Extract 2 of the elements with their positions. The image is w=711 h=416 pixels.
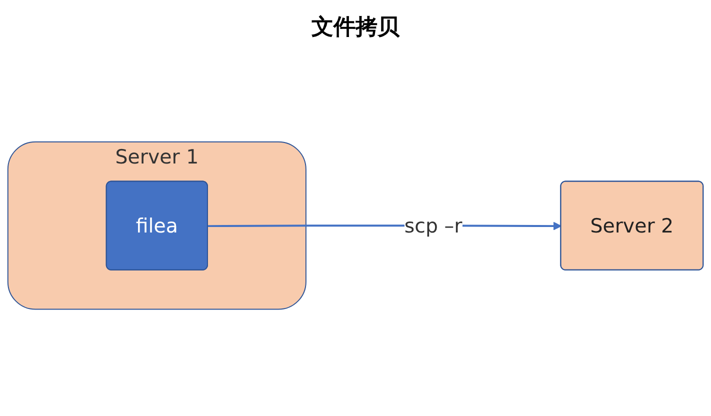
edge-label: scp –r [404, 214, 462, 238]
diagram-title: 文件拷贝 [310, 14, 401, 42]
